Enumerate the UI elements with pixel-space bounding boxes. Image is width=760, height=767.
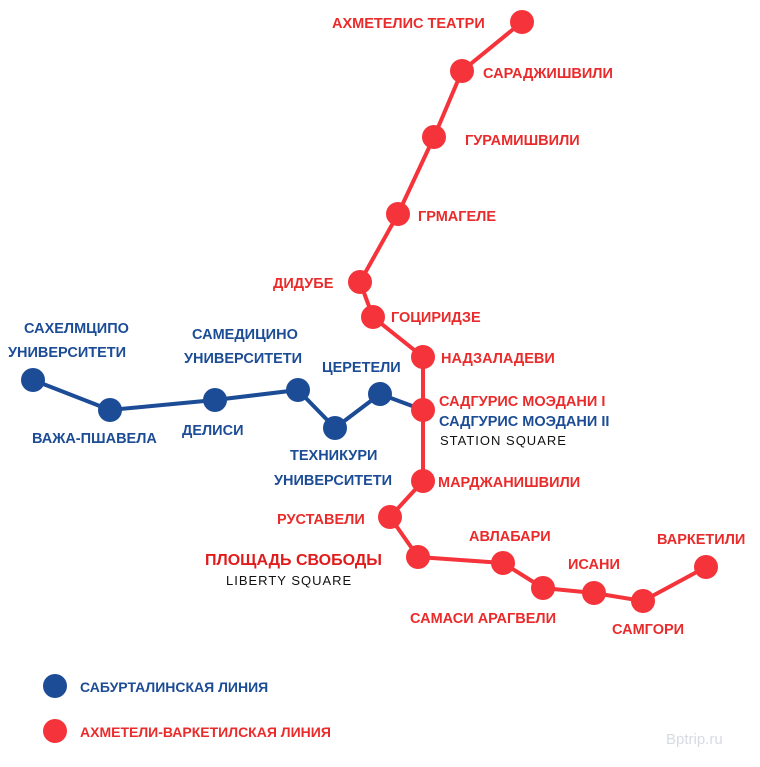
label-samedicino-line2: УНИВЕРСИТЕТИ xyxy=(184,351,302,367)
legend: САБУРТАЛИНСКАЯ ЛИНИЯ АХМЕТЕЛИ-ВАРКЕТИЛСК… xyxy=(43,674,331,743)
label-isani: ИСАНИ xyxy=(568,557,620,573)
label-sadguris-moedani-2: САДГУРИС МОЭДАНИ II xyxy=(439,414,609,430)
station-dot-saradzhishvili[interactable] xyxy=(450,59,474,83)
station-dot-vazha-pshavela[interactable] xyxy=(98,398,122,422)
legend-red-dot xyxy=(43,719,67,743)
label-samgori: САМГОРИ xyxy=(612,622,684,638)
station-dot-tsereteli[interactable] xyxy=(368,382,392,406)
label-tekhnikuri-line1: ТЕХНИКУРИ xyxy=(290,448,377,464)
label-varketili: ВАРКЕТИЛИ xyxy=(657,532,745,548)
station-dot-gotsiridze[interactable] xyxy=(361,305,385,329)
station-dot-tekhnikuri[interactable] xyxy=(323,416,347,440)
legend-blue-dot xyxy=(43,674,67,698)
label-rustaveli: РУСТАВЕЛИ xyxy=(277,512,365,528)
label-sakhelmtsipo-line1: САХЕЛМЦИПО xyxy=(24,321,129,337)
station-dot-guramishvili[interactable] xyxy=(422,125,446,149)
station-dot-sadguris-moedani[interactable] xyxy=(411,398,435,422)
label-sakhelmtsipo-line2: УНИВЕРСИТЕТИ xyxy=(8,345,126,361)
label-mardzhanishvili: МАРДЖАНИШВИЛИ xyxy=(438,475,580,491)
station-dot-ploshchad-svobody[interactable] xyxy=(406,545,430,569)
label-tsereteli: ЦЕРЕТЕЛИ xyxy=(322,360,401,376)
label-liberty-square: LIBERTY SQUARE xyxy=(226,573,352,588)
station-dot-delisi[interactable] xyxy=(203,388,227,412)
red-line xyxy=(358,20,707,603)
label-didube: ДИДУБЕ xyxy=(273,276,334,292)
red-stations xyxy=(348,10,718,613)
station-dot-varketili[interactable] xyxy=(694,555,718,579)
label-avlabari: АВЛАБАРИ xyxy=(469,529,551,545)
label-ploshchad-svobody: ПЛОЩАДЬ СВОБОДЫ xyxy=(205,552,382,569)
blue-line xyxy=(32,378,424,430)
station-dot-mardzhanishvili[interactable] xyxy=(411,469,435,493)
watermark: Bptrip.ru xyxy=(666,731,723,748)
label-tekhnikuri-line2: УНИВЕРСИТЕТИ xyxy=(274,473,392,489)
label-station-square: STATION SQUARE xyxy=(440,433,567,448)
label-delisi: ДЕЛИСИ xyxy=(182,423,244,439)
red-labels: АХМЕТЕЛИС ТЕАТРИ САРАДЖИШВИЛИ ГУРАМИШВИЛ… xyxy=(205,16,745,638)
station-dot-samgori[interactable] xyxy=(631,589,655,613)
station-dot-rustaveli[interactable] xyxy=(378,505,402,529)
blue-labels: САХЕЛМЦИПО УНИВЕРСИТЕТИ ВАЖА-ПШАВЕЛА ДЕЛ… xyxy=(8,321,609,489)
label-sadguris-moedani-1: САДГУРИС МОЭДАНИ I xyxy=(439,394,605,410)
station-dot-avlabari[interactable] xyxy=(491,551,515,575)
station-dot-samedicino[interactable] xyxy=(286,378,310,402)
station-dot-nadzaladevi[interactable] xyxy=(411,345,435,369)
legend-red-label: АХМЕТЕЛИ-ВАРКЕТИЛСКАЯ ЛИНИЯ xyxy=(80,724,331,740)
station-dot-isani[interactable] xyxy=(582,581,606,605)
label-vazha-pshavela: ВАЖА-ПШАВЕЛА xyxy=(32,431,157,447)
station-dot-grmagele[interactable] xyxy=(386,202,410,226)
station-dot-samasi-aragveli[interactable] xyxy=(531,576,555,600)
station-dot-sakhelmtsipo[interactable] xyxy=(21,368,45,392)
label-akhmetelis-teatri: АХМЕТЕЛИС ТЕАТРИ xyxy=(332,16,485,32)
label-guramishvili: ГУРАМИШВИЛИ xyxy=(465,133,580,149)
label-saradzhishvili: САРАДЖИШВИЛИ xyxy=(483,66,613,82)
station-dot-akhmetelis-teatri[interactable] xyxy=(510,10,534,34)
station-dot-didube[interactable] xyxy=(348,270,372,294)
label-grmagele: ГРМАГЕЛЕ xyxy=(418,209,496,225)
label-gotsiridze: ГОЦИРИДЗЕ xyxy=(391,310,481,326)
legend-blue-label: САБУРТАЛИНСКАЯ ЛИНИЯ xyxy=(80,679,268,695)
label-nadzaladevi: НАДЗАЛАДЕВИ xyxy=(441,351,555,367)
label-samasi-aragveli: САМАСИ АРАГВЕЛИ xyxy=(410,611,556,627)
label-samedicino-line1: САМЕДИЦИНО xyxy=(192,327,298,343)
blue-stations xyxy=(21,368,392,440)
